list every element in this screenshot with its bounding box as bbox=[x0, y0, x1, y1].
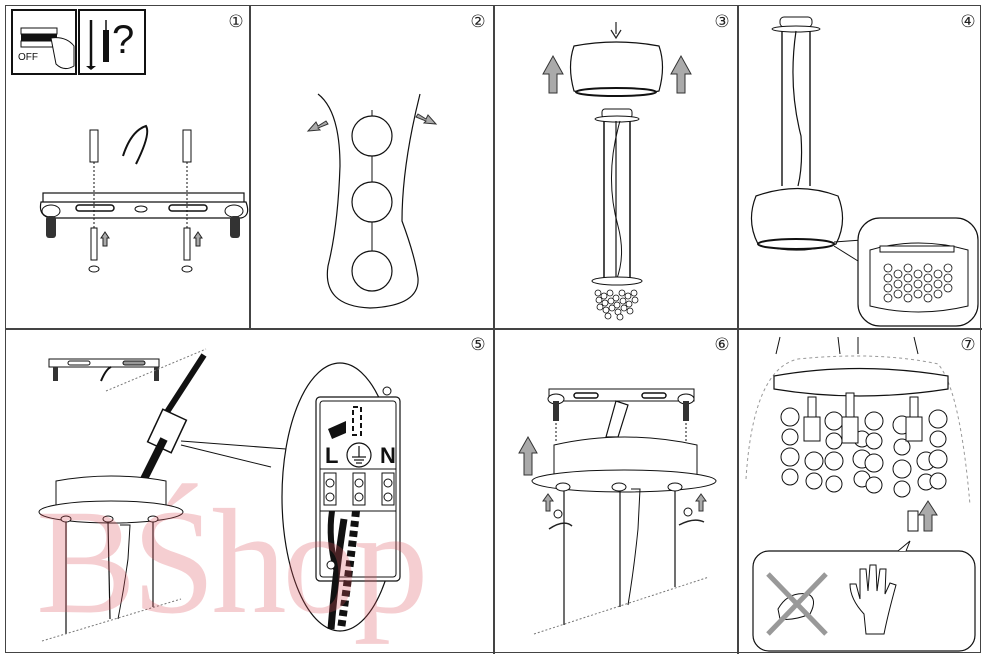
crystal-strands bbox=[780, 407, 948, 498]
step-1-illustration bbox=[11, 9, 249, 273]
step-2-illustration bbox=[306, 93, 438, 309]
crystal-bead bbox=[351, 115, 393, 157]
shade-outline bbox=[745, 355, 971, 506]
up-arrow-icon bbox=[542, 493, 554, 512]
mounting-bracket bbox=[48, 358, 160, 368]
rotate-icon bbox=[548, 522, 573, 530]
step-number-5: ⑤ bbox=[470, 335, 486, 354]
terminal-label-live: L bbox=[325, 443, 339, 468]
down-arrow-icon bbox=[610, 22, 622, 40]
up-arrow-icon bbox=[695, 493, 707, 512]
up-arrow-icon bbox=[193, 231, 203, 247]
cable-icon bbox=[122, 124, 149, 165]
step-4-panel: ④ bbox=[738, 6, 982, 328]
instruction-sheet: ① bbox=[5, 5, 982, 654]
step-number-4: ④ bbox=[960, 12, 976, 31]
question-mark: ? bbox=[112, 18, 135, 62]
step-number-7: ⑦ bbox=[960, 335, 976, 354]
off-label: OFF bbox=[18, 52, 38, 63]
canopy bbox=[55, 475, 167, 510]
bolt-right bbox=[683, 401, 689, 421]
wall-plug-left bbox=[89, 129, 99, 163]
step-3-illustration bbox=[542, 22, 692, 321]
wall-plug-icon bbox=[103, 30, 109, 62]
arrow-out-left-icon bbox=[306, 120, 329, 132]
crystal-bead bbox=[351, 181, 393, 223]
step-6-illustration bbox=[518, 388, 717, 635]
step-number-2: ② bbox=[470, 12, 486, 31]
glass-shade bbox=[569, 41, 664, 97]
bulb-insert bbox=[907, 510, 919, 532]
divider-h bbox=[6, 328, 982, 330]
protective-sleeve bbox=[317, 93, 421, 309]
canopy bbox=[553, 436, 698, 478]
glass-shade bbox=[750, 187, 844, 251]
canopy-plate bbox=[38, 500, 184, 524]
crystal-detail bbox=[883, 263, 953, 303]
terminal-label-neutral: N bbox=[380, 443, 396, 468]
step-7-illustration bbox=[745, 336, 976, 652]
up-arrow-icon bbox=[918, 500, 938, 532]
step-5-illustration bbox=[38, 348, 401, 642]
bulbs bbox=[803, 392, 923, 444]
step-number-6: ⑥ bbox=[714, 335, 730, 354]
step-6-panel: ⑥ bbox=[494, 329, 737, 654]
mounting-bracket bbox=[548, 388, 695, 402]
step-2-panel: ② bbox=[250, 6, 493, 328]
arrow-out-right-icon bbox=[415, 113, 438, 125]
up-arrow-icon bbox=[542, 54, 564, 94]
bolt-left bbox=[553, 401, 559, 421]
hand-icon bbox=[50, 37, 75, 70]
divider-v2 bbox=[493, 6, 495, 654]
crystal-bead bbox=[351, 250, 393, 292]
step-number-1: ① bbox=[228, 12, 244, 31]
step-3-panel: ③ bbox=[494, 6, 737, 328]
step-1-panel: ① bbox=[6, 6, 249, 328]
up-arrow-icon bbox=[518, 435, 538, 476]
wall-plug-right bbox=[182, 129, 192, 163]
divider-v1 bbox=[249, 6, 251, 328]
rotate-icon bbox=[678, 519, 705, 526]
up-arrow-icon bbox=[670, 54, 692, 94]
step-5-panel: ⑤ bbox=[6, 329, 493, 654]
step-4-illustration bbox=[750, 16, 979, 327]
step-7-panel: ⑦ bbox=[738, 329, 982, 654]
crystal-cluster bbox=[594, 289, 639, 321]
canopy-ring bbox=[773, 367, 949, 397]
step-number-3: ③ bbox=[714, 12, 730, 31]
bolt-left bbox=[46, 216, 56, 238]
up-arrow-icon bbox=[100, 231, 110, 247]
glove-icon bbox=[849, 564, 897, 635]
divider-v3 bbox=[737, 6, 739, 654]
terminal-block bbox=[146, 408, 188, 454]
bolt-right bbox=[230, 216, 240, 238]
